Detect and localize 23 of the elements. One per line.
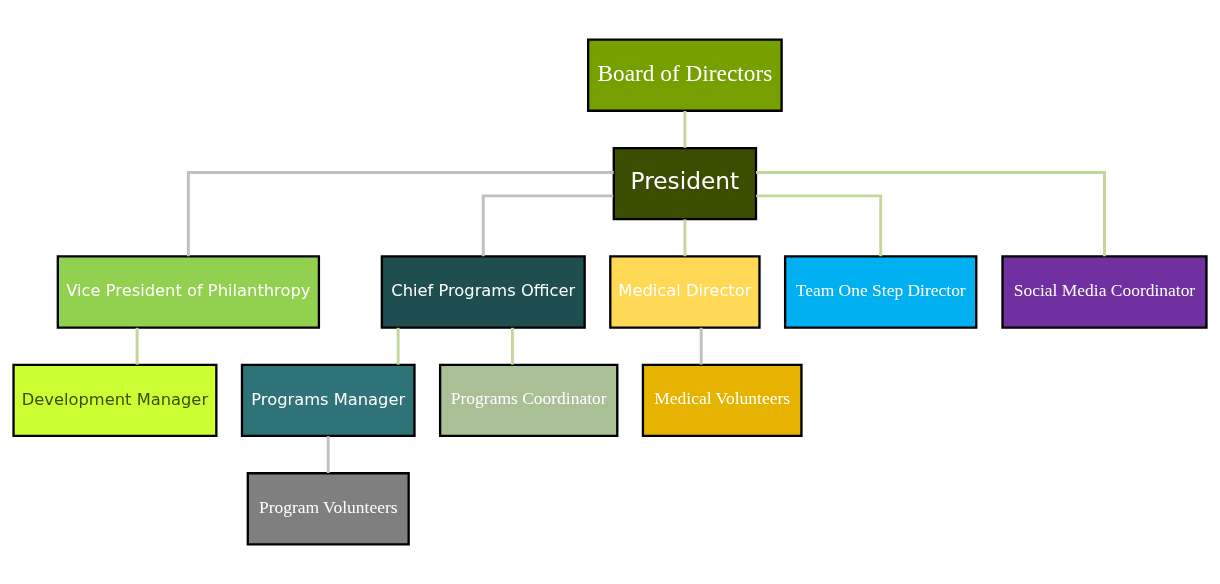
node-box: Social Media Coordinator xyxy=(1001,255,1208,329)
node-box: Vice President of Philanthropy xyxy=(56,255,321,329)
connector xyxy=(186,171,614,257)
node-box: Board of Directors xyxy=(587,38,783,112)
node-box: President xyxy=(612,146,758,221)
connector xyxy=(683,219,687,257)
connector xyxy=(699,327,703,365)
connector xyxy=(756,171,1106,257)
node-box: Medical Director xyxy=(609,255,761,329)
node-box: Medical Volunteers xyxy=(641,363,803,438)
connector xyxy=(135,327,139,365)
node-box: Chief Programs Officer xyxy=(380,255,586,329)
connector xyxy=(481,194,614,257)
connector xyxy=(683,111,687,148)
connector xyxy=(396,327,400,365)
node-box: Programs Coordinator xyxy=(438,363,619,438)
connector xyxy=(510,327,514,365)
node-box: Programs Manager xyxy=(240,363,416,438)
connector xyxy=(756,194,883,257)
node-box: Development Manager xyxy=(12,363,218,438)
node-box: Team One Step Director xyxy=(783,255,978,329)
connector xyxy=(326,436,330,474)
node-box: Program Volunteers xyxy=(246,472,410,546)
